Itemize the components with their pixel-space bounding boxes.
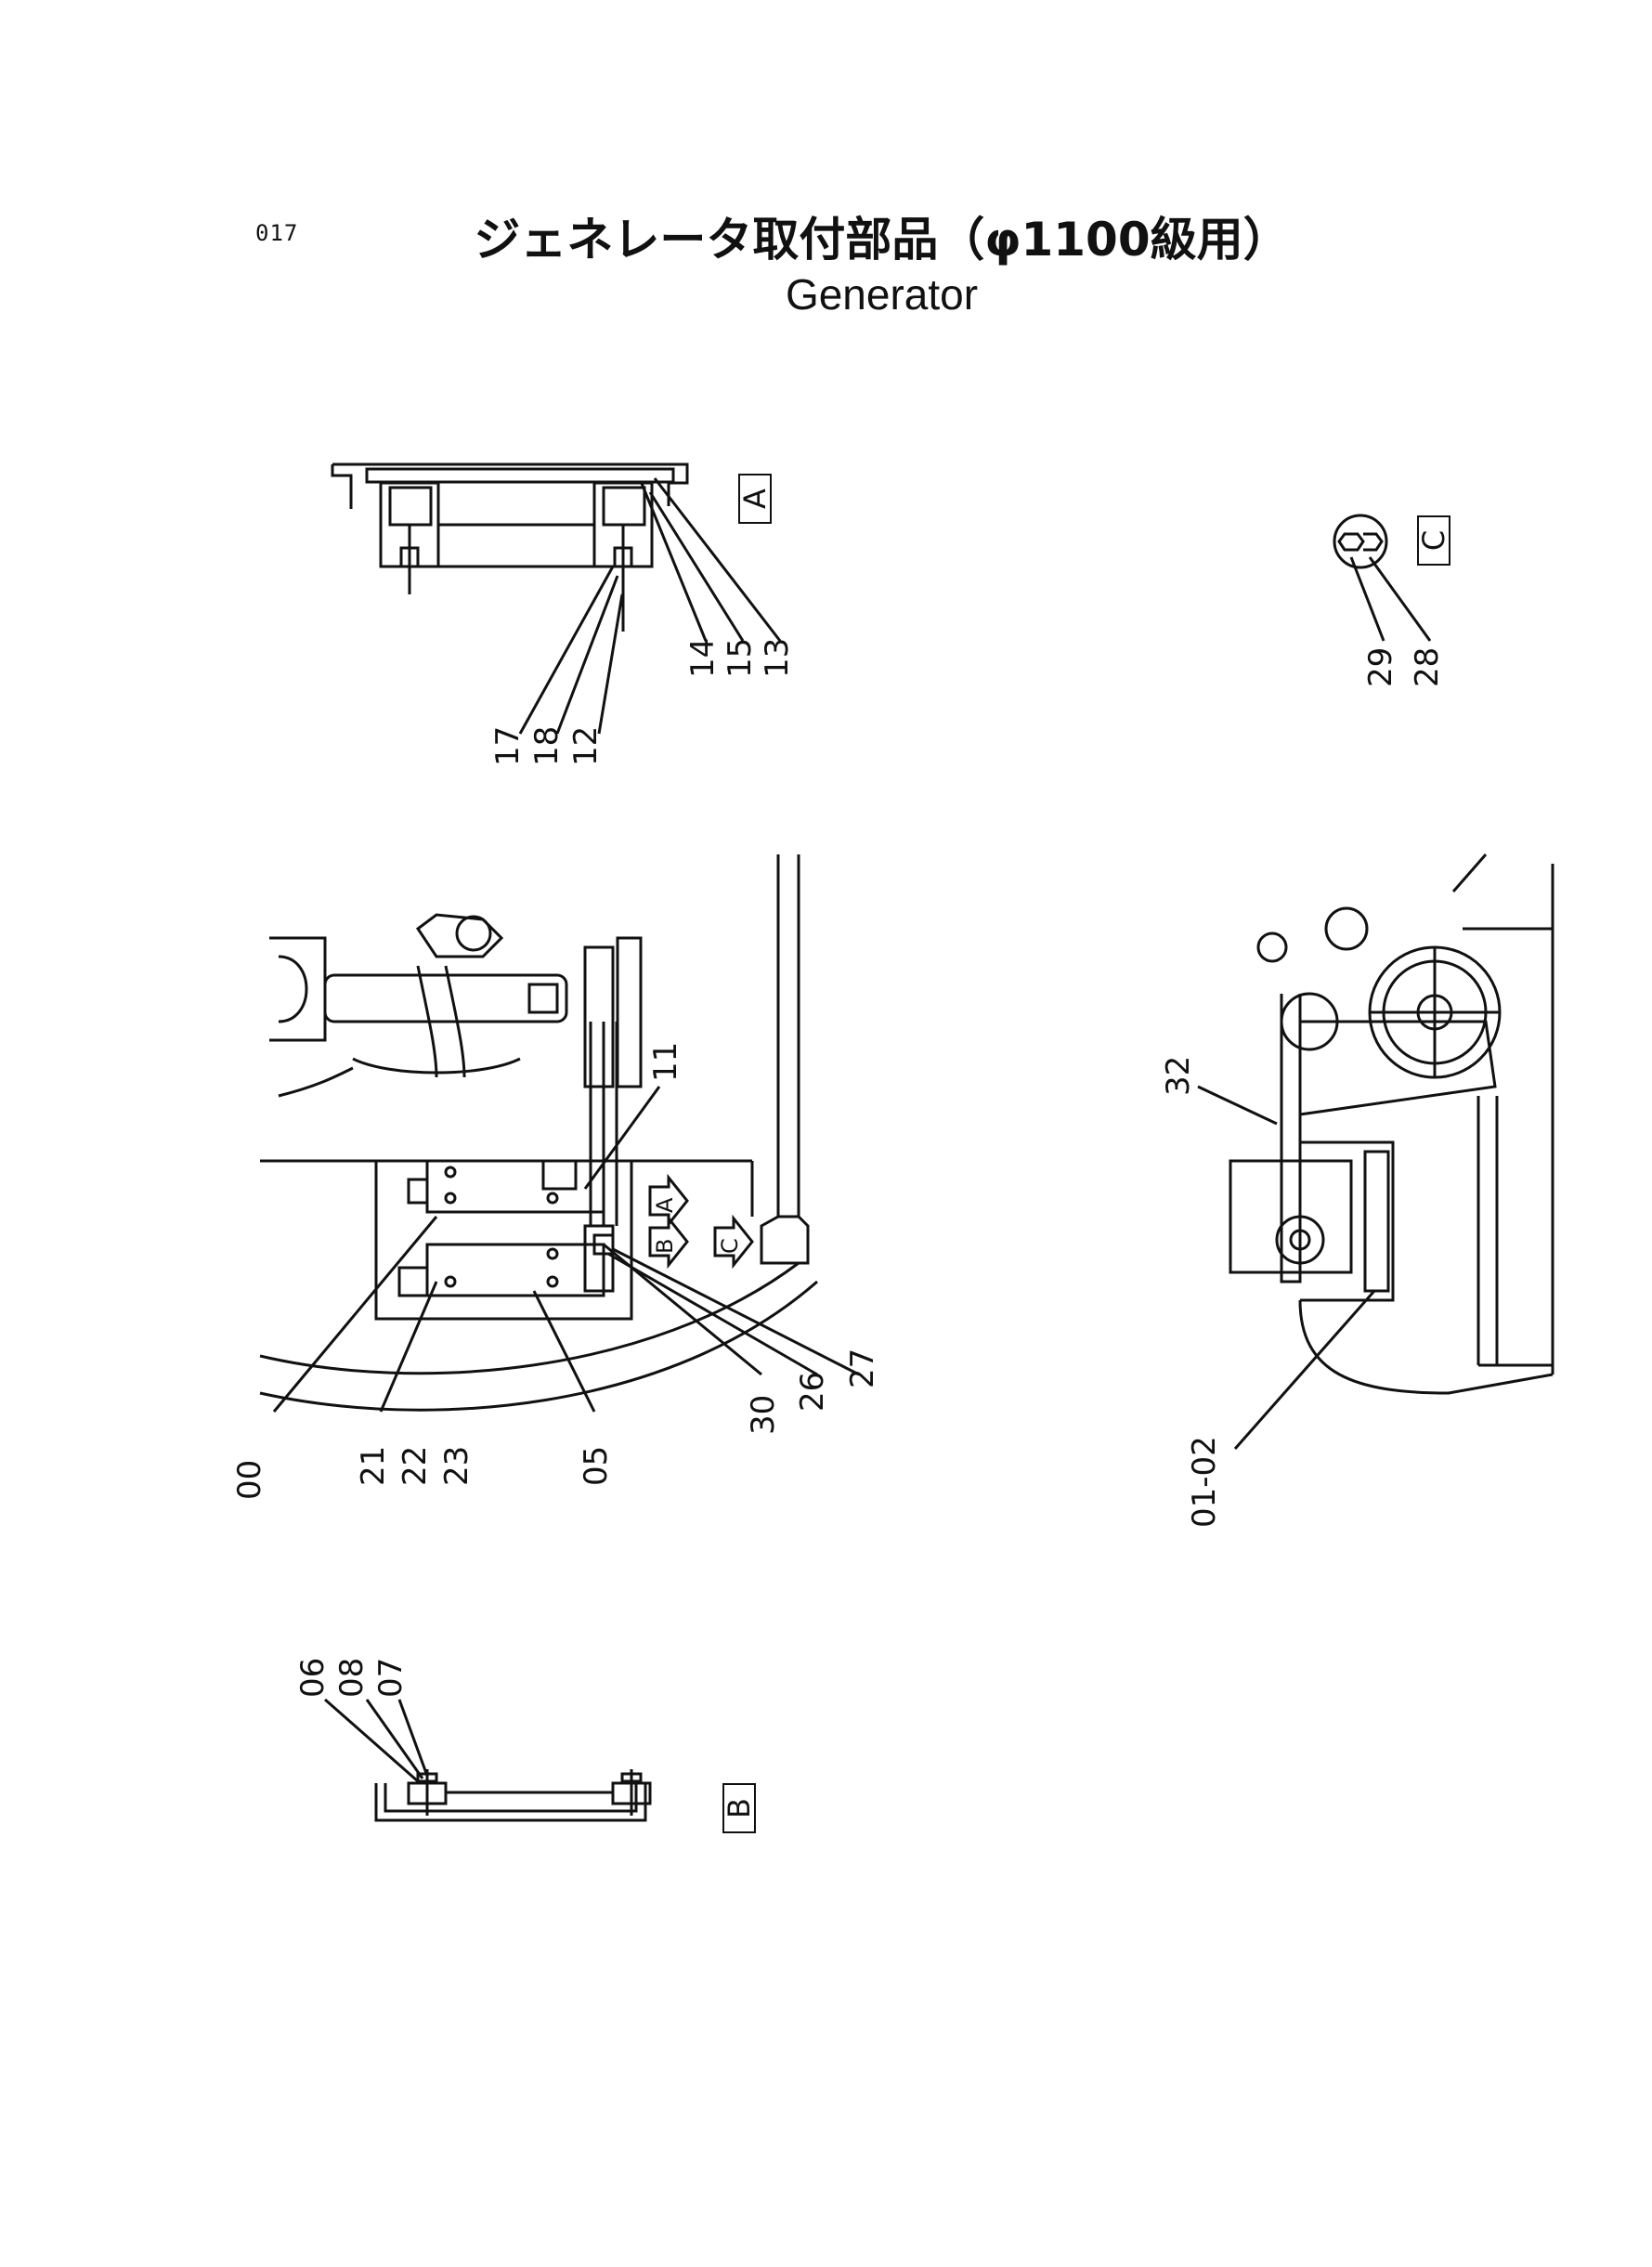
part-number-05: 05 <box>578 1445 615 1486</box>
page-title: ジェネレータ取付部品（φ1100級用） <box>474 213 1290 267</box>
part-number-01-02: 01-02 <box>1186 1436 1223 1528</box>
arrow-c-icon <box>713 1214 754 1270</box>
view-b-drawing <box>374 1769 652 1822</box>
part-number-23: 23 <box>438 1445 475 1486</box>
part-number-32: 32 <box>1160 1055 1197 1096</box>
part-number-21: 21 <box>355 1445 392 1486</box>
part-number-15: 15 <box>722 637 759 678</box>
page-subtitle: Generator <box>785 270 979 319</box>
part-number-12: 12 <box>567 725 605 766</box>
part-number-13: 13 <box>759 637 796 678</box>
part-number-30: 30 <box>745 1394 782 1435</box>
view-label-c: C <box>1416 515 1451 566</box>
view-a-drawing <box>331 463 689 632</box>
part-number-29: 29 <box>1362 646 1399 687</box>
arrow-b-icon <box>648 1214 689 1270</box>
arrow-a-icon <box>648 1173 689 1229</box>
part-number-08: 08 <box>333 1657 371 1698</box>
part-number-11: 11 <box>647 1041 684 1082</box>
part-number-14: 14 <box>684 637 722 678</box>
part-number-07: 07 <box>372 1657 410 1698</box>
page-number: 017 <box>255 220 299 246</box>
part-number-18: 18 <box>528 725 566 766</box>
part-number-27: 27 <box>844 1348 881 1388</box>
generator-belt-drawing <box>1229 853 1554 1395</box>
view-label-b: B <box>722 1783 757 1833</box>
view-label-a: A <box>737 474 773 524</box>
part-number-17: 17 <box>489 725 527 766</box>
part-number-26: 26 <box>794 1371 831 1412</box>
part-number-22: 22 <box>397 1445 434 1486</box>
arrow-mark-b: B <box>652 1238 678 1254</box>
arrow-mark-a: A <box>652 1197 678 1213</box>
engine-assembly-drawing <box>259 854 818 1412</box>
arrow-mark-c: C <box>717 1238 743 1254</box>
part-number-06: 06 <box>294 1657 332 1698</box>
part-number-28: 28 <box>1409 646 1446 687</box>
part-number-00: 00 <box>231 1459 268 1500</box>
